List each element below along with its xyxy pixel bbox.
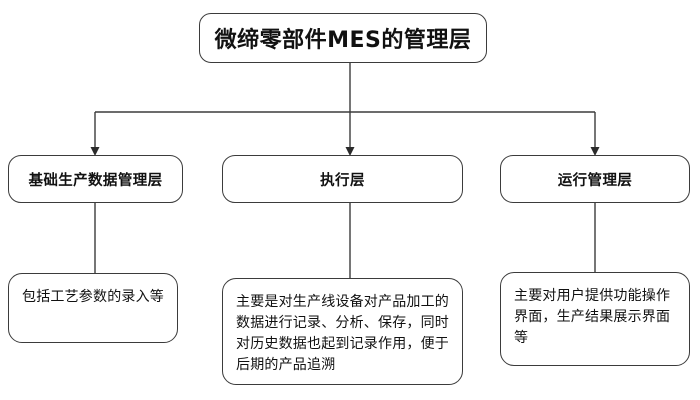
arrowhead-layer-1	[345, 147, 355, 156]
description-node-operation-management[interactable]: 主要对用户提供功能操作界面，生产结果展示界面等	[500, 272, 690, 366]
description-node-label: 包括工艺参数的录入等	[22, 289, 164, 305]
arrowhead-layer-0	[90, 147, 100, 156]
layer-node-label: 执行层	[320, 172, 365, 189]
description-node-label: 主要对用户提供功能操作界面，生产结果展示界面等	[514, 288, 671, 346]
description-node-basic-production-data[interactable]: 包括工艺参数的录入等	[8, 273, 178, 343]
arrowhead-layer-2	[590, 147, 600, 156]
description-node-label: 主要是对生产线设备对产品加工的数据进行记录、分析、保存，同时对历史数据也起到记录…	[236, 294, 449, 373]
layer-node-basic-production-data[interactable]: 基础生产数据管理层	[8, 155, 183, 203]
root-node[interactable]: 微缔零部件MES的管理层	[199, 13, 487, 63]
layer-node-operation-management[interactable]: 运行管理层	[500, 155, 690, 203]
description-node-execution[interactable]: 主要是对生产线设备对产品加工的数据进行记录、分析、保存，同时对历史数据也起到记录…	[222, 278, 463, 385]
layer-node-execution[interactable]: 执行层	[222, 155, 463, 203]
layer-node-label: 运行管理层	[557, 172, 633, 189]
layer-node-label: 基础生产数据管理层	[28, 172, 163, 189]
root-node-label: 微缔零部件MES的管理层	[214, 28, 472, 53]
